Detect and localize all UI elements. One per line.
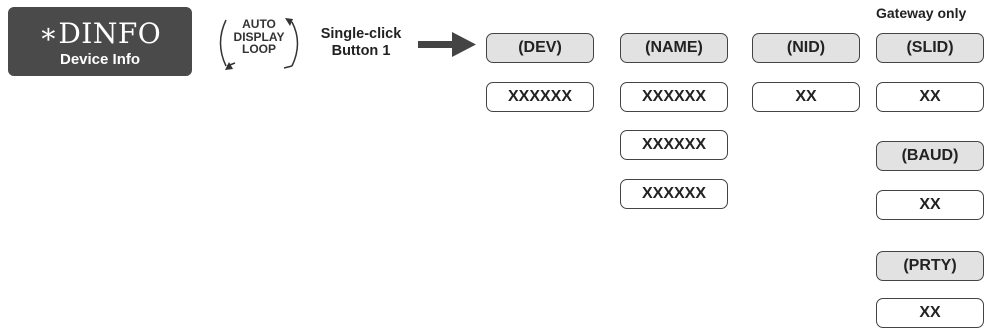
menu-title: ∗DINFO bbox=[38, 17, 162, 50]
prty-header-box: (PRTY) bbox=[876, 251, 984, 281]
nid-header-box: (NID) bbox=[752, 33, 860, 63]
nid-value-box: XX bbox=[752, 82, 860, 112]
auto-display-loop-label: AUTO DISPLAY LOOP bbox=[229, 18, 289, 56]
gateway-only-note: Gateway only bbox=[876, 5, 967, 21]
slid-header-box: (SLID) bbox=[876, 33, 984, 63]
baud-header-box: (BAUD) bbox=[876, 141, 984, 171]
name-header-box: (NAME) bbox=[620, 33, 728, 63]
action-label: Single-click Button 1 bbox=[312, 26, 410, 60]
dev-header-box: (DEV) bbox=[486, 33, 594, 63]
slid-value-box: XX bbox=[876, 82, 984, 112]
menu-subtitle: Device Info bbox=[59, 51, 141, 68]
name-value-box-3: XXXXXX bbox=[620, 179, 728, 209]
prty-value-box: XX bbox=[876, 298, 984, 328]
right-arrow-icon bbox=[418, 32, 476, 57]
name-value-box-2: XXXXXX bbox=[620, 130, 728, 160]
loop-label-display: DISPLAY bbox=[233, 29, 285, 44]
loop-label-loop: LOOP bbox=[241, 42, 276, 56]
loop-label-auto: AUTO bbox=[242, 17, 276, 31]
loop-arrows-icon bbox=[219, 18, 299, 70]
name-value-box-1: XXXXXX bbox=[620, 82, 728, 112]
action-line-2: Button 1 bbox=[331, 43, 391, 59]
baud-value-box: XX bbox=[876, 190, 984, 220]
dev-value-box: XXXXXX bbox=[486, 82, 594, 112]
action-line-1: Single-click bbox=[320, 26, 402, 42]
dinfo-menu-tile: ∗DINFO Device Info bbox=[8, 7, 192, 76]
